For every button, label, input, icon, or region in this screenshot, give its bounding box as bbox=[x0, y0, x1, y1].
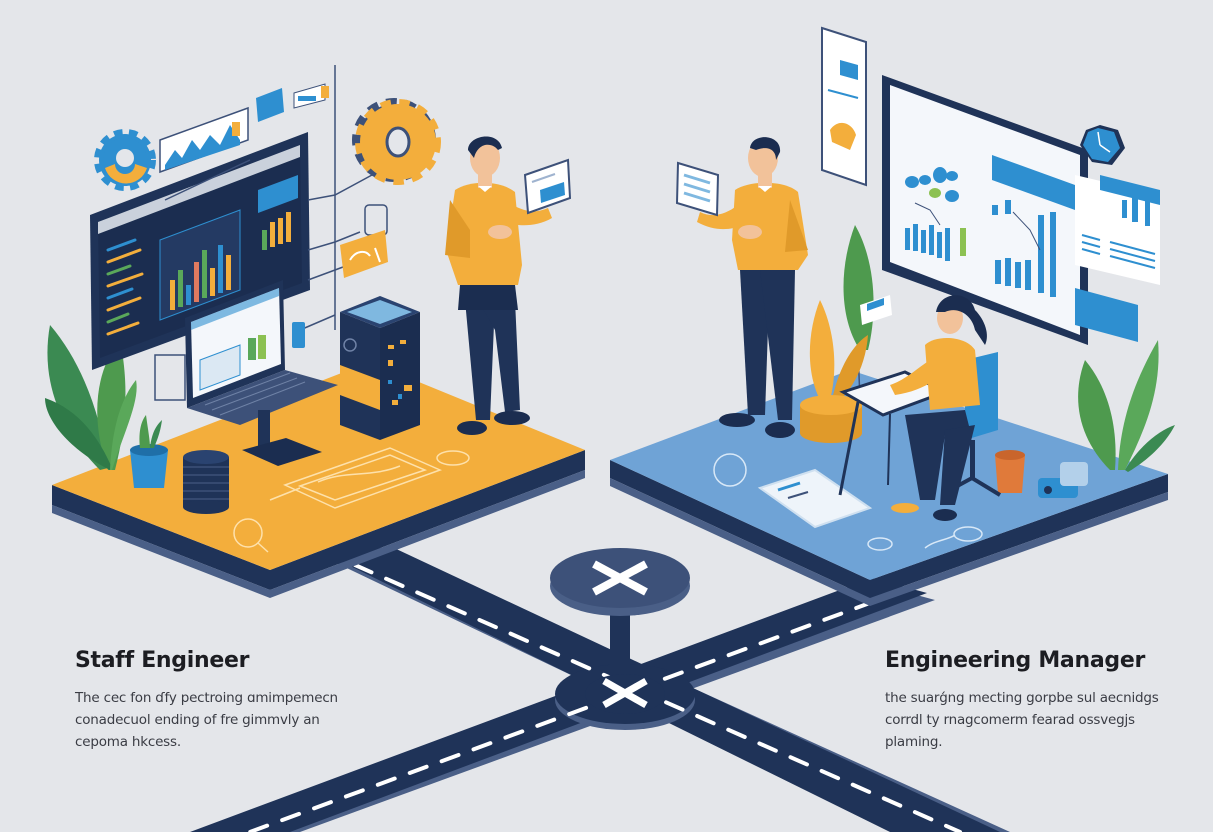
laptop bbox=[185, 280, 338, 466]
floating-chart-card bbox=[159, 106, 249, 174]
engineering-manager-person bbox=[697, 137, 808, 438]
connector-lines bbox=[154, 65, 376, 401]
cloud-lock-card bbox=[340, 204, 388, 278]
staff-engineer-person bbox=[445, 136, 552, 435]
gear-icon-blue bbox=[94, 129, 156, 191]
engineering-manager-description: the suarǵng mecting gorpbe sul aecnidgs … bbox=[885, 690, 1159, 750]
staff-engineer-title: Staff Engineer bbox=[75, 648, 250, 673]
floor-document bbox=[757, 468, 873, 529]
signpost-x-icon bbox=[592, 560, 648, 596]
seated-person bbox=[890, 295, 987, 521]
potted-plant-small bbox=[130, 415, 168, 488]
plant-large-right bbox=[1078, 340, 1175, 472]
floating-card-blue bbox=[256, 83, 329, 122]
staff-engineer-description: The cec fon ɗfy pectroing ɑmimpemecn con… bbox=[75, 690, 338, 750]
engineering-manager-caption: Engineering Manager the suarǵng mecting … bbox=[885, 648, 1185, 753]
gear-icon-orange bbox=[352, 98, 441, 185]
bar-chart-icon bbox=[170, 245, 231, 310]
engineering-manager-title: Engineering Manager bbox=[885, 648, 1146, 673]
plant-orange-leaves bbox=[809, 300, 868, 402]
clock-icon-hexagon bbox=[1080, 125, 1125, 165]
analytics-monitor bbox=[882, 75, 1088, 345]
server-tower bbox=[340, 296, 420, 440]
floating-tablet-card bbox=[860, 295, 892, 325]
tablet-left bbox=[523, 158, 572, 215]
staff-engineer-caption: Staff Engineer The cec fon ɗfy pectroing… bbox=[75, 648, 375, 753]
code-dashboard-monitor bbox=[90, 132, 310, 370]
tablet-right bbox=[675, 161, 720, 217]
floating-document-tall bbox=[821, 26, 867, 187]
robot-device bbox=[1038, 462, 1088, 498]
intersection-x-icon bbox=[602, 677, 648, 709]
floating-tile-blue bbox=[292, 322, 305, 348]
orange-ottoman bbox=[800, 395, 862, 443]
data-cylinder bbox=[183, 450, 229, 514]
terracotta-pot bbox=[995, 450, 1025, 493]
plant-large-left bbox=[45, 325, 137, 470]
staff-engineer-platform bbox=[52, 362, 585, 598]
crossroads bbox=[190, 547, 1010, 832]
platform-top-orange bbox=[52, 362, 585, 570]
floating-panel-right bbox=[1075, 175, 1160, 342]
